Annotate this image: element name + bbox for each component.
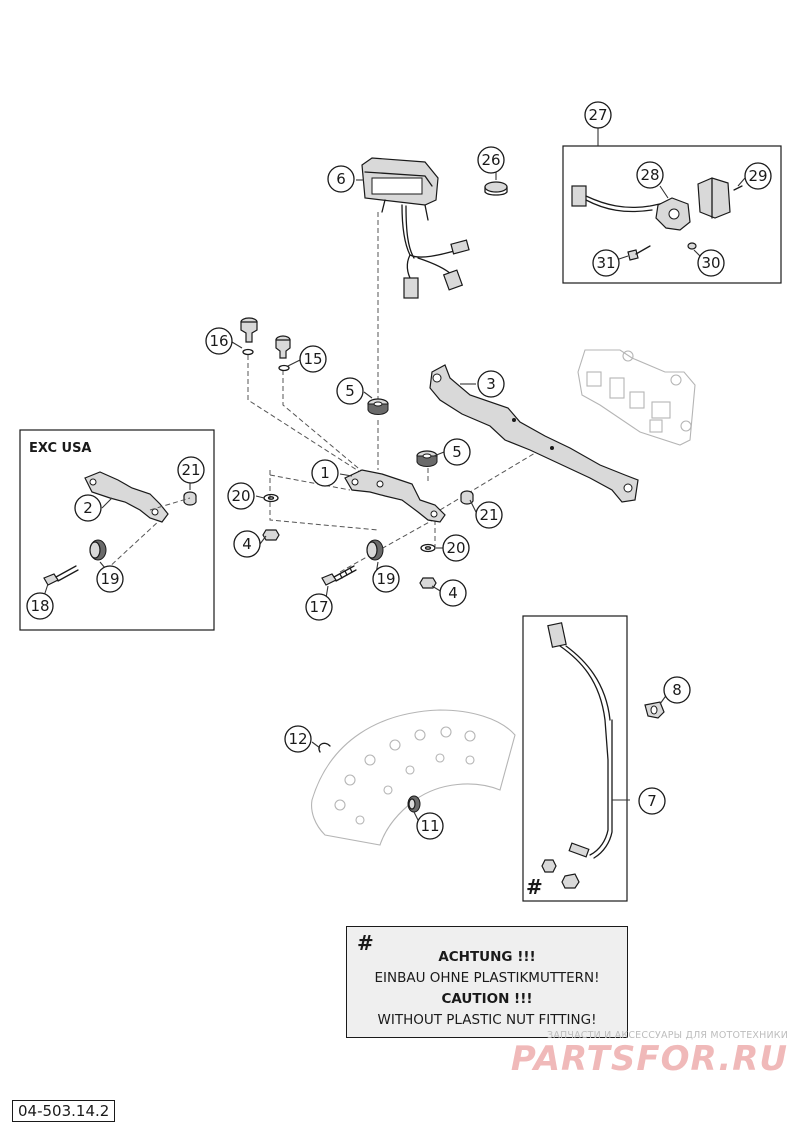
- svg-text:3: 3: [486, 375, 496, 393]
- callout-29: 29: [744, 162, 772, 190]
- cable-clip-8: [644, 701, 665, 719]
- svg-text:4: 4: [448, 584, 458, 602]
- watermark: ЗАПЧАСТИ И АКСЕССУАРЫ ДЛЯ МОТОТЕХНИКИ PA…: [488, 1030, 788, 1077]
- washer-20-right: [420, 543, 436, 553]
- hash-mark: #: [526, 875, 543, 899]
- svg-text:12: 12: [288, 730, 307, 748]
- bolt-17: [321, 565, 357, 586]
- svg-text:11: 11: [420, 817, 439, 835]
- svg-text:21: 21: [181, 461, 200, 479]
- callout-28: 28: [636, 161, 664, 189]
- notice-line-german: EINBAU OHNE PLASTIKMUTTERN!: [374, 970, 600, 986]
- nut-4-right: [419, 577, 437, 589]
- callout-21-main: 21: [475, 501, 503, 529]
- svg-text:19: 19: [100, 570, 119, 588]
- warning-notice: # ACHTUNG !!! EINBAU OHNE PLASTIKMUTTERN…: [346, 926, 628, 1038]
- exc-usa-inset: EXC USA: [19, 429, 215, 631]
- callout-1: 1: [311, 459, 339, 487]
- callout-20-left: 20: [227, 482, 255, 510]
- assembly-lines: [105, 212, 541, 573]
- svg-text:2: 2: [83, 499, 93, 517]
- svg-text:26: 26: [481, 151, 500, 169]
- watermark-tagline: ЗАПЧАСТИ И АКСЕССУАРЫ ДЛЯ МОТОТЕХНИКИ: [547, 1030, 788, 1041]
- notice-hash: #: [357, 931, 374, 955]
- document-number: 04-503.14.2: [12, 1100, 116, 1122]
- bolt-15: [275, 335, 291, 372]
- callout-5-lower: 5: [443, 438, 471, 466]
- callout-5-upper: 5: [336, 377, 364, 405]
- sensor-cable-inset: [522, 615, 630, 902]
- svg-text:5: 5: [345, 382, 355, 400]
- sensor-kit-inset: [562, 128, 782, 284]
- callout-18: 18: [26, 592, 54, 620]
- mounting-bracket-1: [344, 469, 446, 523]
- callout-12: 12: [284, 725, 312, 753]
- svg-text:20: 20: [446, 539, 465, 557]
- callout-2: 2: [74, 494, 102, 522]
- callout-31: 31: [592, 249, 620, 277]
- callout-17: 17: [305, 593, 333, 621]
- svg-text:8: 8: [672, 681, 682, 699]
- notice-line-english: WITHOUT PLASTIC NUT FITTING!: [377, 1012, 597, 1028]
- nut-4-left: [262, 529, 280, 541]
- callout-8: 8: [663, 676, 691, 704]
- grommet-19: [366, 539, 384, 561]
- callout-4-right: 4: [439, 579, 467, 607]
- circlip-12: [318, 742, 331, 753]
- callout-19-inset: 19: [96, 565, 124, 593]
- cap-26: [484, 181, 508, 196]
- callout-4-left: 4: [233, 530, 261, 558]
- svg-text:4: 4: [242, 535, 252, 553]
- svg-text:17: 17: [309, 598, 328, 616]
- inset-title: EXC USA: [29, 441, 92, 456]
- svg-text:27: 27: [588, 106, 607, 124]
- callout-11: 11: [416, 812, 444, 840]
- svg-text:19: 19: [376, 570, 395, 588]
- svg-text:16: 16: [209, 332, 228, 350]
- svg-text:30: 30: [701, 254, 720, 272]
- svg-text:6: 6: [336, 170, 346, 188]
- callout-21-inset: 21: [177, 456, 205, 484]
- notice-line-caution: CAUTION !!!: [441, 991, 533, 1007]
- brake-disc-ghost: [311, 709, 516, 846]
- callout-26: 26: [477, 146, 505, 174]
- support-bracket-3: [429, 364, 639, 503]
- callout-7: 7: [638, 787, 666, 815]
- callout-6: 6: [327, 165, 355, 193]
- svg-text:5: 5: [452, 443, 462, 461]
- svg-text:1: 1: [320, 464, 330, 482]
- grommet-5-lower: [416, 450, 438, 467]
- ghost-headlight-bracket: [577, 349, 696, 446]
- callout-16: 16: [205, 327, 233, 355]
- watermark-brand: PARTSFOR.RU: [510, 1039, 788, 1079]
- svg-text:28: 28: [640, 166, 659, 184]
- magnet-11: [407, 795, 421, 813]
- bushing-21: [460, 490, 474, 505]
- notice-line-achtung: ACHTUNG !!!: [438, 949, 536, 965]
- bolt-16: [240, 317, 258, 356]
- callout-27: 27: [584, 101, 612, 129]
- svg-text:7: 7: [647, 792, 657, 810]
- washer-20-left: [263, 493, 279, 503]
- callout-19-main: 19: [372, 565, 400, 593]
- speedometer-unit: [361, 157, 470, 299]
- svg-text:21: 21: [479, 506, 498, 524]
- svg-text:18: 18: [30, 597, 49, 615]
- svg-text:15: 15: [303, 350, 322, 368]
- svg-text:29: 29: [748, 167, 767, 185]
- callout-3: 3: [477, 370, 505, 398]
- callout-30: 30: [697, 249, 725, 277]
- grommet-5-upper: [367, 398, 389, 415]
- svg-text:31: 31: [596, 254, 615, 272]
- svg-text:20: 20: [231, 487, 250, 505]
- callout-15: 15: [299, 345, 327, 373]
- callout-20-right: 20: [442, 534, 470, 562]
